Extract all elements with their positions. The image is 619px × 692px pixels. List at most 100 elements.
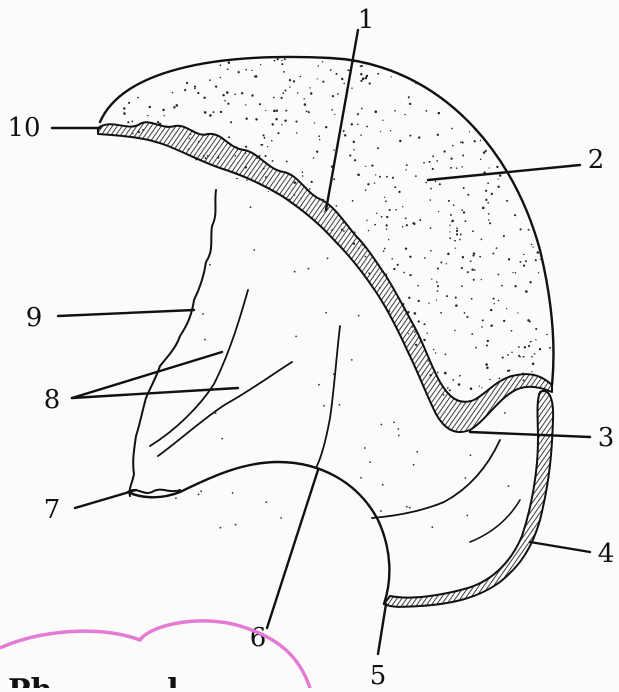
stipple-dot (179, 193, 181, 195)
stipple-dot (336, 248, 338, 250)
stipple-dot (104, 307, 106, 309)
stipple-dot (162, 380, 164, 382)
stipple-dot (308, 111, 310, 113)
stipple-dot (257, 158, 258, 159)
stipple-dot (389, 368, 391, 370)
stipple-dot (460, 142, 461, 143)
stipple-dot (459, 239, 461, 241)
left-jagged-edge (129, 190, 216, 496)
stipple-dot (331, 109, 333, 111)
stipple-dot (446, 263, 447, 264)
stipple-dot (354, 231, 356, 233)
stipple-dot (241, 92, 243, 94)
stipple-dot (265, 232, 267, 234)
stipple-dot (290, 242, 293, 245)
stipple-dot (194, 88, 196, 90)
stipple-dot (120, 60, 122, 62)
stipple-dot (249, 355, 251, 357)
stipple-dot (204, 57, 206, 59)
stipple-dot (118, 86, 120, 88)
stipple-dot (345, 390, 347, 392)
stipple-dot (365, 256, 367, 258)
stipple-dot (417, 285, 419, 287)
stipple-dot (493, 298, 495, 300)
stipple-dot (389, 310, 391, 312)
stipple-dot (355, 342, 357, 344)
stipple-dot (487, 182, 489, 184)
stipple-dot (101, 209, 104, 212)
stipple-dot (303, 313, 305, 315)
stipple-dot (265, 110, 266, 111)
stipple-dot (115, 300, 117, 302)
stipple-dot (259, 155, 261, 157)
stipple-dot (448, 200, 450, 202)
stipple-dot (120, 353, 122, 355)
stipple-dot (535, 339, 536, 340)
stipple-dot (151, 154, 153, 156)
stipple-dot (353, 243, 355, 245)
stipple-dot (278, 218, 279, 219)
stipple-dot (362, 376, 364, 378)
stipple-dot (502, 61, 505, 64)
stipple-dot (430, 199, 432, 201)
stipple-dot (455, 304, 458, 307)
stipple-dot (295, 345, 297, 347)
stipple-dot (255, 292, 256, 293)
stipple-dot (371, 328, 373, 330)
stipple-dot (431, 526, 433, 528)
stipple-dot (357, 272, 359, 274)
stipple-dot (341, 356, 343, 358)
stipple-dot (384, 248, 386, 250)
stipple-dot (437, 285, 439, 287)
stipple-dot (351, 359, 353, 361)
stipple-dot (202, 313, 204, 315)
stipple-dot (343, 230, 345, 232)
stipple-dot (488, 213, 490, 215)
stipple-dot (173, 106, 175, 108)
stipple-dot (461, 166, 462, 167)
stipple-dot (542, 159, 544, 161)
stipple-dot (331, 297, 333, 299)
stipple-dot (240, 370, 242, 372)
stipple-dot (386, 224, 388, 226)
stipple-dot (296, 132, 298, 134)
stipple-dot (200, 490, 202, 492)
stipple-dot (462, 256, 464, 258)
stipple-dot (101, 298, 104, 301)
bone-outline (98, 57, 554, 607)
stipple-dot (151, 189, 153, 191)
stipple-dot (525, 290, 528, 293)
stipple-dot (455, 248, 456, 249)
stipple-dot (310, 92, 312, 94)
stipple-dot (432, 155, 434, 157)
stipple-dot (185, 164, 187, 166)
stipple-dot (281, 63, 283, 65)
stipple-dot (199, 268, 201, 270)
stipple-dot (215, 85, 217, 87)
stipple-dot (264, 207, 266, 209)
stipple-dot (540, 259, 541, 260)
stipple-dot (473, 252, 475, 254)
stipple-dot (199, 277, 201, 279)
stipple-dot (205, 157, 207, 159)
stipple-dot (536, 215, 539, 218)
stipple-dot (176, 194, 178, 196)
stipple-dot (399, 75, 400, 76)
stipple-dot (537, 251, 540, 254)
stipple-dot (518, 117, 520, 119)
stipple-dot (512, 272, 513, 273)
stipple-dot (339, 404, 341, 406)
stipple-dot (147, 352, 149, 354)
stipple-dot (146, 308, 147, 309)
stipple-dot (172, 249, 174, 251)
stipple-dot (449, 237, 451, 239)
stipple-dot (334, 114, 335, 115)
stipple-dot (230, 378, 232, 380)
stipple-dot (376, 213, 377, 214)
stipple-dot (461, 141, 463, 143)
stipple-dot (284, 119, 286, 121)
stipple-dot (216, 365, 218, 367)
stipple-dot (504, 135, 506, 137)
stipple-dot (159, 123, 162, 126)
